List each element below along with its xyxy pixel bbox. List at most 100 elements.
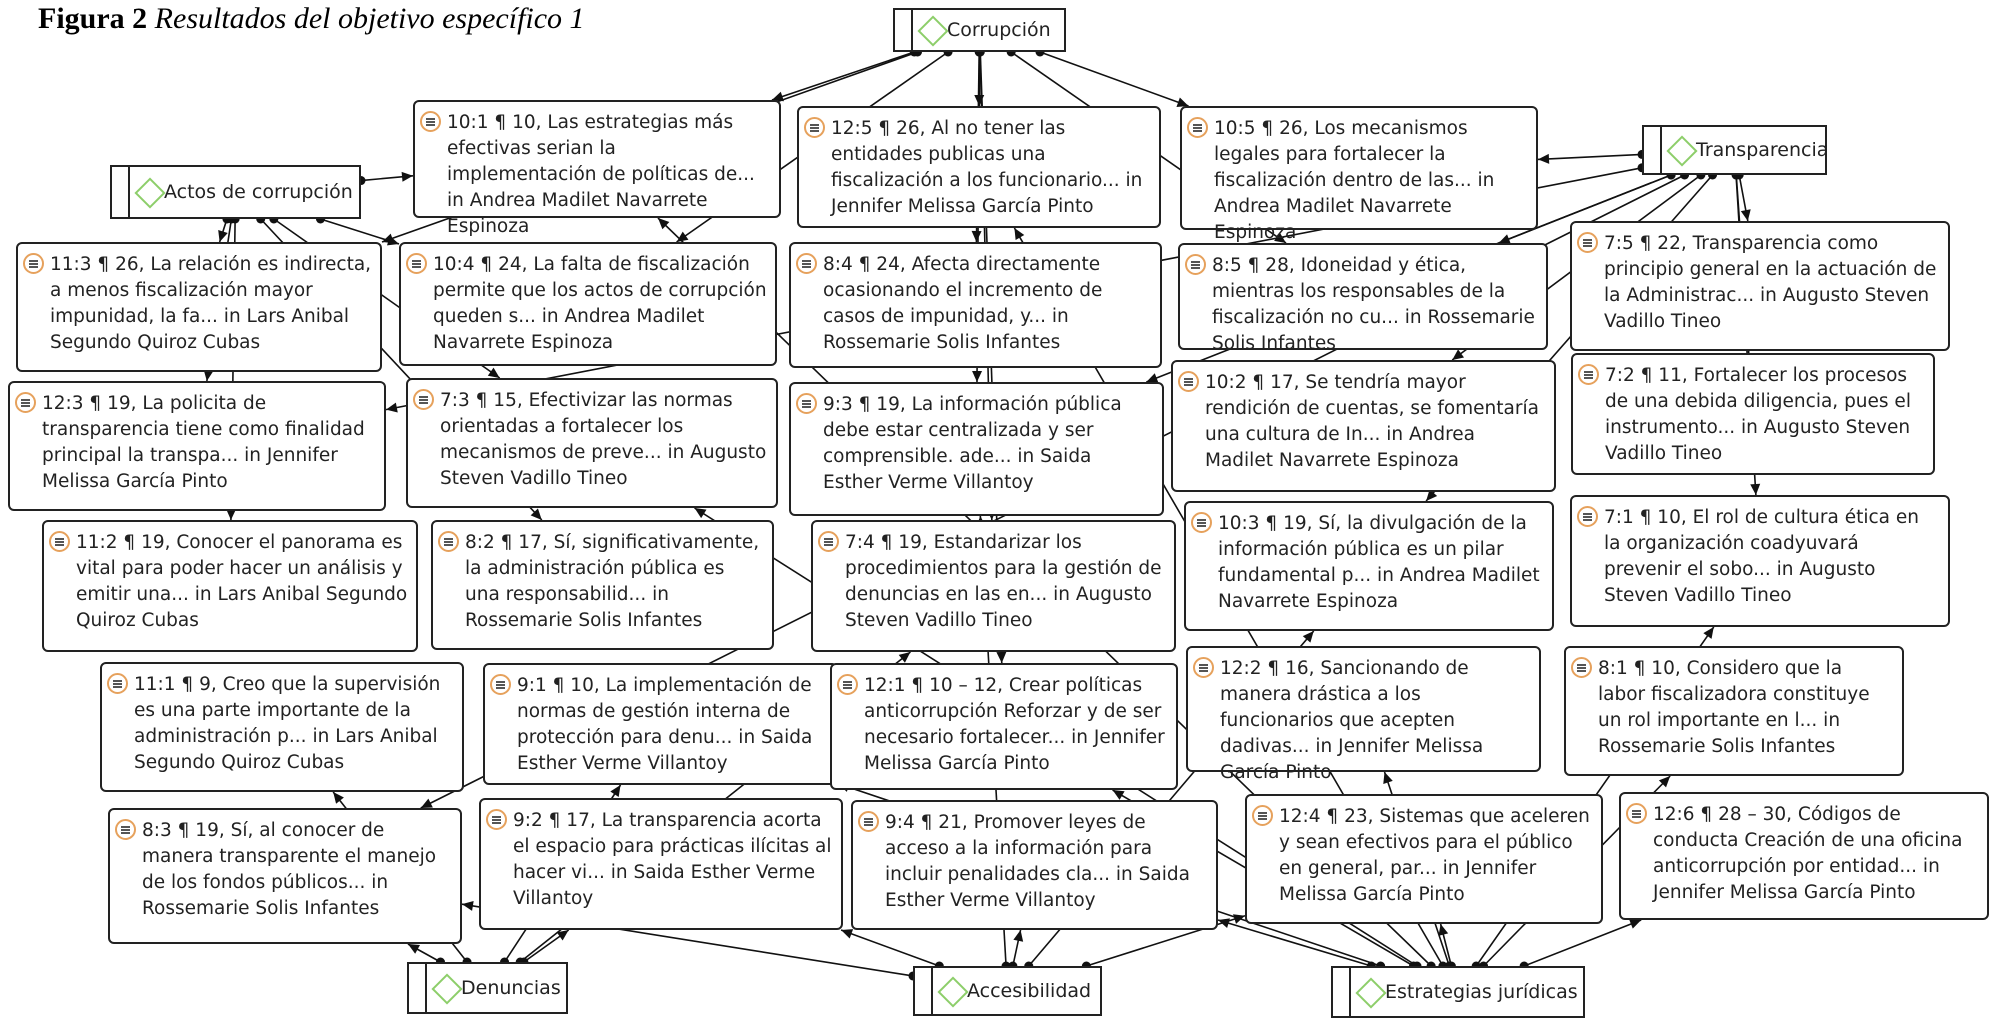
- quote-text: 8:5 ¶ 28, Idoneidad y ética, mientras lo…: [1212, 255, 1535, 354]
- code-icon: [1355, 977, 1387, 1009]
- quote-node-12-1[interactable]: 12:1 ¶ 10 – 12, Crear políticas anticorr…: [830, 663, 1178, 790]
- quote-node-7-4[interactable]: 7:4 ¶ 19, Estandarizar los procedimiento…: [811, 520, 1176, 652]
- link-arrowhead: [694, 508, 707, 519]
- quote-node-10-4[interactable]: 10:4 ¶ 24, La falta de fiscalización per…: [399, 242, 777, 366]
- link-line: [1217, 919, 1372, 967]
- code-node-transparencia[interactable]: Transparencia: [1642, 125, 1828, 175]
- quote-text: 8:1 ¶ 10, Considero que la labor fiscali…: [1598, 658, 1870, 757]
- quote-node-8-4[interactable]: 8:4 ¶ 24, Afecta directamente ocasionand…: [789, 242, 1162, 368]
- code-icon: [917, 15, 949, 47]
- link-arrowhead: [1383, 772, 1393, 785]
- quote-node-12-6[interactable]: 12:6 ¶ 28 – 30, Códigos de conducta Crea…: [1619, 792, 1989, 920]
- quote-node-9-2[interactable]: 9:2 ¶ 17, La transparencia acorta el esp…: [479, 798, 843, 930]
- link-arrowhead: [1740, 209, 1751, 221]
- figure-title: Resultados del objetivo específico 1: [154, 2, 585, 35]
- code-node-corrupcion[interactable]: Corrupción: [893, 8, 1066, 52]
- link-line: [1537, 153, 1643, 161]
- quote-text: 8:4 ¶ 24, Afecta directamente ocasionand…: [823, 254, 1103, 353]
- quote-node-8-2[interactable]: 8:2 ¶ 17, Sí, significativamente, la adm…: [431, 520, 774, 650]
- quote-node-9-3[interactable]: 9:3 ¶ 19, La información pública debe es…: [789, 382, 1164, 516]
- quote-node-10-3[interactable]: 10:3 ¶ 19, Sí, la divulgación de la info…: [1184, 501, 1554, 631]
- quotation-icon: [115, 819, 136, 840]
- quote-node-8-1[interactable]: 8:1 ¶ 10, Considero que la labor fiscali…: [1564, 646, 1904, 776]
- quotation-icon: [1626, 803, 1647, 824]
- quotation-icon: [1252, 805, 1273, 826]
- link-arrowhead: [1014, 228, 1025, 241]
- quote-node-11-1[interactable]: 11:1 ¶ 9, Creo que la supervisión es una…: [100, 662, 464, 792]
- quote-text: 12:2 ¶ 16, Sancionando de manera drástic…: [1220, 658, 1484, 783]
- quote-node-10-1[interactable]: 10:1 ¶ 10, Las estrategias más efectivas…: [413, 100, 781, 237]
- link-arrowhead: [1538, 153, 1550, 164]
- figure-caption: Figura 2 Resultados del objetivo específ…: [38, 2, 585, 36]
- quote-text: 7:3 ¶ 15, Efectivizar las normas orienta…: [440, 390, 767, 489]
- quote-node-12-5[interactable]: 12:5 ¶ 26, Al no tener las entidades pub…: [797, 106, 1161, 228]
- quote-node-12-3[interactable]: 12:3 ¶ 19, La policita de transparencia …: [8, 381, 386, 511]
- link-arrowhead: [226, 508, 237, 520]
- quote-node-11-2[interactable]: 11:2 ¶ 19, Conocer el panorama es vital …: [42, 520, 418, 652]
- quote-text: 7:5 ¶ 22, Transparencia como principio g…: [1604, 233, 1937, 332]
- code-node-estrategias-juridicas[interactable]: Estrategias jurídicas: [1331, 966, 1585, 1018]
- code-label: Estrategias jurídicas: [1385, 981, 1578, 1003]
- quotation-icon: [49, 531, 70, 552]
- link-arrowhead: [1218, 918, 1230, 928]
- quotation-icon: [858, 811, 879, 832]
- quote-node-11-3[interactable]: 11:3 ¶ 26, La relación es indirecta, a m…: [16, 242, 382, 372]
- quote-node-7-3[interactable]: 7:3 ¶ 15, Efectivizar las normas orienta…: [406, 378, 778, 508]
- link-arrowhead: [1629, 919, 1642, 929]
- figure-label: Figura 2: [38, 2, 148, 35]
- quote-text: 7:1 ¶ 10, El rol de cultura ética en la …: [1604, 507, 1919, 606]
- quote-node-10-2[interactable]: 10:2 ¶ 17, Se tendría mayor rendición de…: [1171, 360, 1556, 492]
- quote-text: 10:1 ¶ 10, Las estrategias más efectivas…: [447, 112, 755, 237]
- link-line: [1086, 914, 1246, 967]
- quotation-icon: [1577, 506, 1598, 527]
- quote-text: 10:4 ¶ 24, La falta de fiscalización per…: [433, 254, 767, 353]
- link-arrowhead: [203, 369, 214, 381]
- code-label: Denuncias: [461, 977, 561, 999]
- quotation-icon: [804, 117, 825, 138]
- quote-node-8-3[interactable]: 8:3 ¶ 19, Sí, al conocer de manera trans…: [108, 808, 462, 944]
- link-arrowhead: [898, 652, 911, 663]
- quote-node-7-5[interactable]: 7:5 ¶ 22, Transparencia como principio g…: [1570, 221, 1950, 351]
- quote-node-7-2[interactable]: 7:2 ¶ 11, Fortalecer los procesos de una…: [1571, 353, 1935, 475]
- quote-text: 10:3 ¶ 19, Sí, la divulgación de la info…: [1218, 513, 1540, 612]
- quote-node-12-4[interactable]: 12:4 ¶ 23, Sistemas que aceleren y sean …: [1245, 794, 1603, 924]
- code-icon: [937, 976, 969, 1008]
- link-arrowhead: [657, 218, 670, 230]
- quote-node-9-4[interactable]: 9:4 ¶ 21, Promover leyes de acceso a la …: [851, 800, 1218, 930]
- quotation-icon: [486, 809, 507, 830]
- link-arrowhead: [1176, 97, 1189, 107]
- link-arrowhead: [1302, 631, 1314, 643]
- quote-text: 12:4 ¶ 23, Sistemas que aceleren y sean …: [1279, 806, 1590, 905]
- quotation-icon: [1577, 232, 1598, 253]
- quotation-icon: [796, 253, 817, 274]
- link-arrowhead: [771, 91, 784, 102]
- link-arrowhead: [218, 230, 228, 242]
- quote-node-12-2[interactable]: 12:2 ¶ 16, Sancionando de manera drástic…: [1186, 646, 1541, 783]
- quote-node-9-1[interactable]: 9:1 ¶ 10, La implementación de normas de…: [483, 663, 838, 785]
- link-arrowhead: [1146, 373, 1159, 383]
- link-arrowhead: [1750, 483, 1761, 495]
- link-arrowhead: [1112, 790, 1125, 800]
- quotation-icon: [406, 253, 427, 274]
- quote-text: 10:2 ¶ 17, Se tendría mayor rendición de…: [1205, 372, 1539, 471]
- quotation-icon: [1187, 117, 1208, 138]
- quotation-icon: [1193, 657, 1214, 678]
- quote-node-7-1[interactable]: 7:1 ¶ 10, El rol de cultura ética en la …: [1570, 495, 1950, 627]
- link-line: [1523, 919, 1642, 967]
- link-arrowhead: [1658, 776, 1671, 788]
- code-node-accesibilidad[interactable]: Accesibilidad: [913, 966, 1102, 1016]
- link-arrowhead: [556, 930, 569, 941]
- link-arrowhead: [610, 785, 621, 797]
- link-line: [320, 218, 400, 245]
- link-line: [771, 51, 915, 101]
- link-arrowhead: [487, 367, 500, 378]
- link-arrowhead: [401, 171, 413, 182]
- quotation-icon: [1571, 657, 1592, 678]
- code-node-actos-de-corrupcion[interactable]: Actos de corrupción: [110, 165, 361, 219]
- quote-text: 11:1 ¶ 9, Creo que la supervisión es una…: [134, 674, 441, 773]
- link-arrowhead: [530, 508, 542, 520]
- quote-text: 8:2 ¶ 17, Sí, significativamente, la adm…: [465, 532, 760, 631]
- code-node-denuncias[interactable]: Denuncias: [407, 962, 568, 1014]
- quote-node-10-5[interactable]: 10:5 ¶ 26, Los mecanismos legales para f…: [1180, 106, 1538, 243]
- quote-node-8-5[interactable]: 8:5 ¶ 28, Idoneidad y ética, mientras lo…: [1178, 243, 1548, 354]
